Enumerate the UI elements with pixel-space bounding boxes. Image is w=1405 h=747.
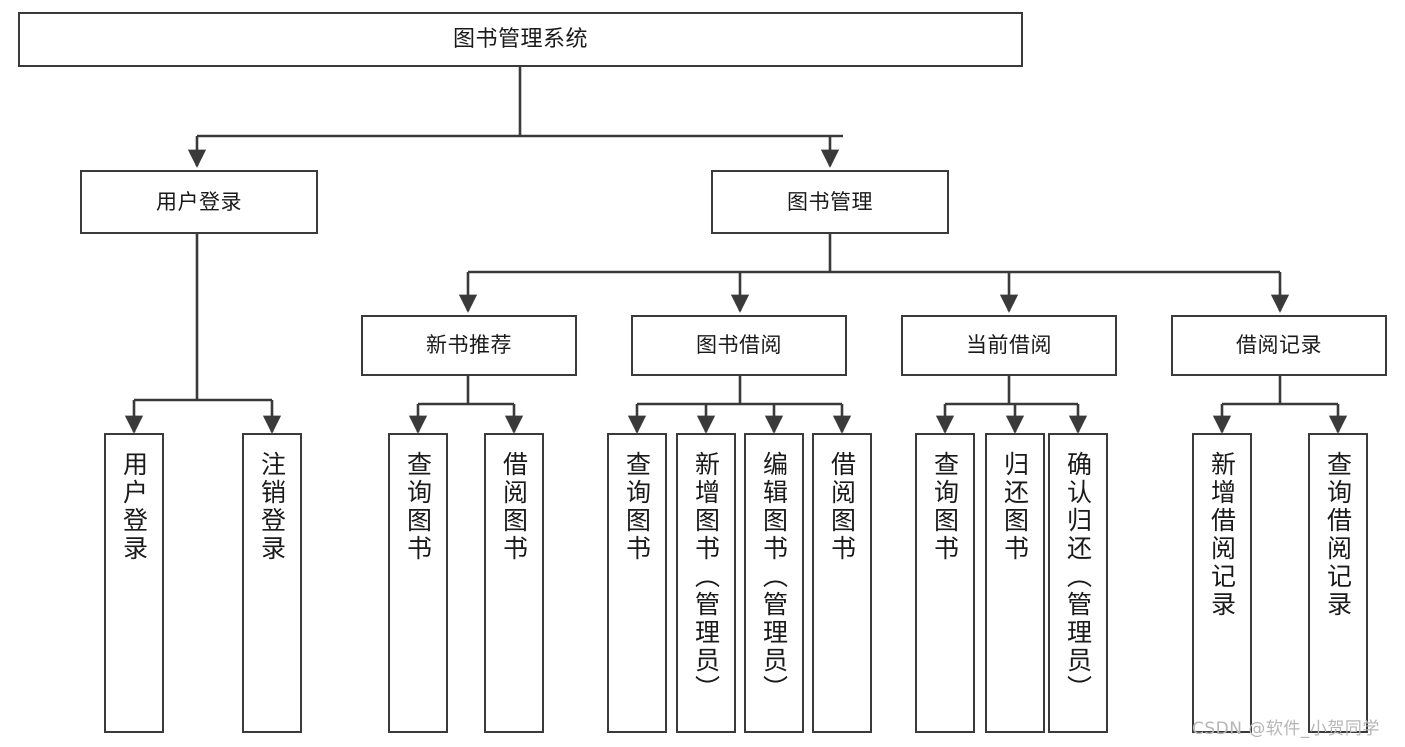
node-borrow-record[interactable]: 借阅记录: [1171, 315, 1387, 376]
node-leaf-logout[interactable]: 注销登录: [242, 433, 302, 733]
node-leaf-borrow-book-2-label: 借阅图书: [827, 451, 857, 563]
node-book-manage[interactable]: 图书管理: [711, 170, 949, 234]
node-leaf-user-login-label: 用户登录: [119, 451, 149, 563]
node-leaf-query-book-1[interactable]: 查询图书: [388, 433, 448, 733]
node-leaf-return-book-label: 归还图书: [1000, 451, 1030, 563]
node-book-borrow[interactable]: 图书借阅: [631, 315, 847, 376]
node-borrow-record-label: 借阅记录: [1236, 333, 1322, 358]
node-leaf-query-book-3-label: 查询图书: [930, 451, 960, 563]
node-book-borrow-label: 图书借阅: [696, 333, 782, 358]
node-leaf-add-record-label: 新增借阅记录: [1207, 451, 1237, 619]
node-leaf-borrow-book-1-label: 借阅图书: [499, 451, 529, 563]
node-leaf-edit-book[interactable]: 编辑图书（管理员）: [744, 433, 804, 733]
node-leaf-logout-label: 注销登录: [257, 451, 287, 563]
node-leaf-query-book-2[interactable]: 查询图书: [607, 433, 667, 733]
node-leaf-edit-book-label: 编辑图书（管理员）: [759, 451, 789, 703]
node-leaf-borrow-book-1[interactable]: 借阅图书: [484, 433, 544, 733]
node-leaf-add-record[interactable]: 新增借阅记录: [1192, 433, 1252, 733]
node-leaf-return-book[interactable]: 归还图书: [985, 433, 1045, 733]
node-leaf-borrow-book-2[interactable]: 借阅图书: [812, 433, 872, 733]
node-root-label: 图书管理系统: [452, 26, 588, 52]
node-new-book-rec[interactable]: 新书推荐: [361, 315, 577, 376]
node-leaf-add-book-label: 新增图书（管理员）: [691, 451, 721, 703]
node-root[interactable]: 图书管理系统: [18, 12, 1023, 67]
node-user-login-label: 用户登录: [156, 189, 242, 214]
node-leaf-query-book-1-label: 查询图书: [403, 451, 433, 563]
node-leaf-query-record-label: 查询借阅记录: [1323, 451, 1353, 619]
node-new-book-rec-label: 新书推荐: [426, 333, 512, 358]
node-leaf-confirm-return[interactable]: 确认归还（管理员）: [1048, 433, 1108, 733]
node-leaf-confirm-return-label: 确认归还（管理员）: [1063, 451, 1093, 703]
node-leaf-query-record[interactable]: 查询借阅记录: [1308, 433, 1368, 733]
node-book-manage-label: 图书管理: [787, 189, 873, 214]
node-leaf-query-book-2-label: 查询图书: [622, 451, 652, 563]
node-current-borrow[interactable]: 当前借阅: [901, 315, 1117, 376]
node-leaf-add-book[interactable]: 新增图书（管理员）: [676, 433, 736, 733]
node-current-borrow-label: 当前借阅: [966, 333, 1052, 358]
csdn-watermark: CSDN @软件_小贺同学: [1192, 719, 1380, 739]
node-leaf-user-login[interactable]: 用户登录: [104, 433, 164, 733]
node-user-login[interactable]: 用户登录: [80, 170, 318, 234]
node-leaf-query-book-3[interactable]: 查询图书: [915, 433, 975, 733]
